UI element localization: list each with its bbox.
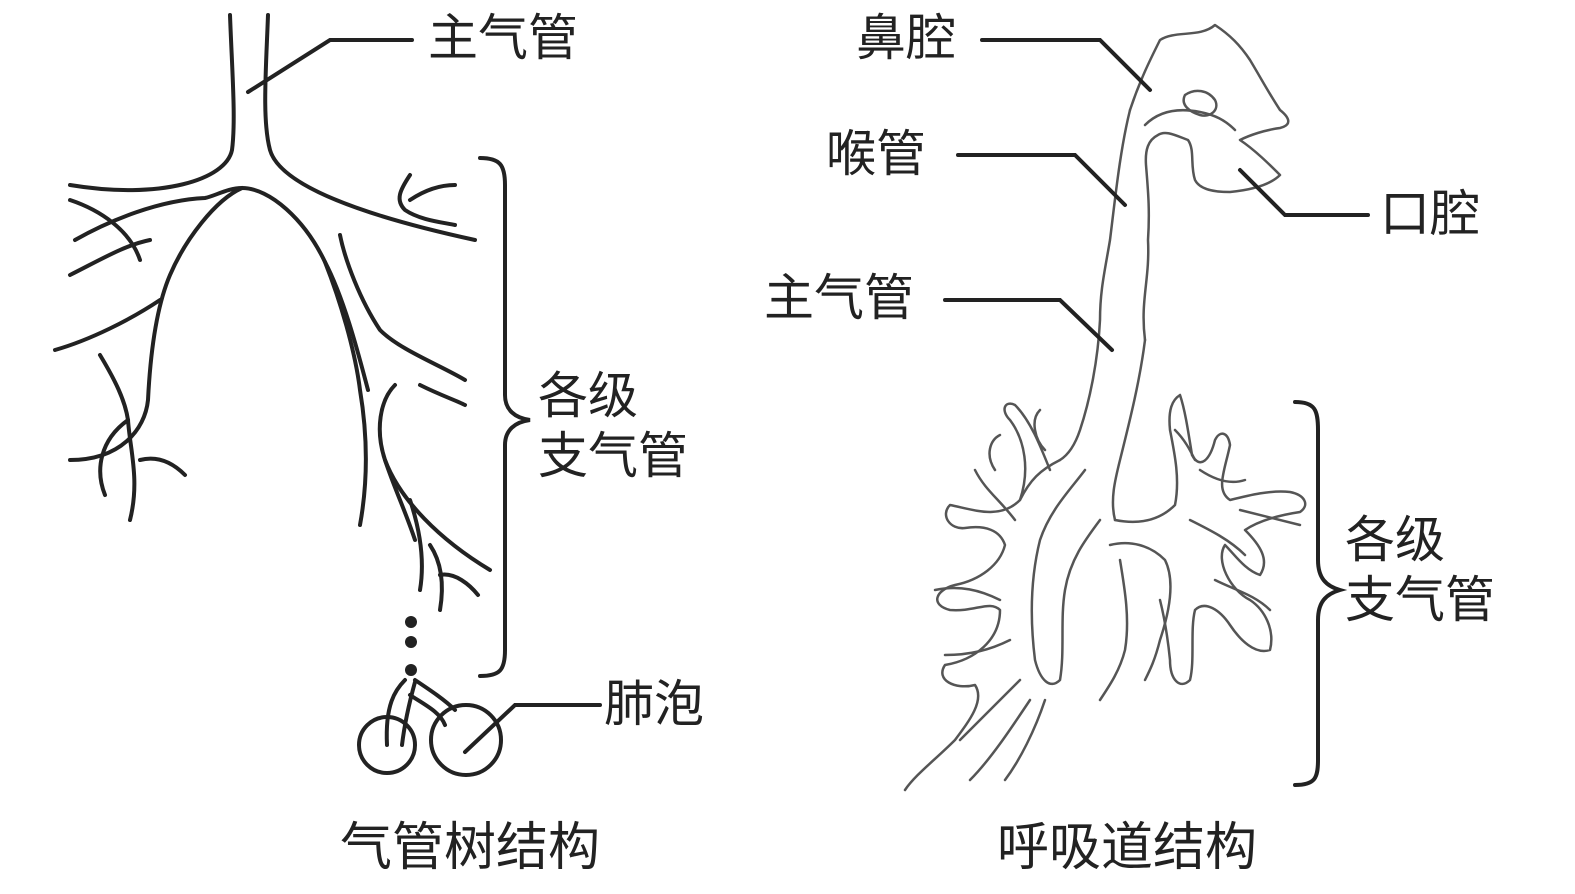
pharynx-back-wall xyxy=(1058,108,1132,462)
left-lower-branch-c xyxy=(98,418,130,497)
left-caption: 气管树结构 xyxy=(340,818,601,878)
trachea-right-wall xyxy=(263,13,477,242)
left-bronchus-inner xyxy=(68,186,244,462)
left-bronchi-label-line1: 各级 xyxy=(538,367,638,425)
right-bronchial-outline xyxy=(1113,393,1307,686)
dot-3 xyxy=(405,664,417,676)
right-bronchial-twigs xyxy=(1173,428,1302,612)
alveolar-duct-a xyxy=(384,678,407,747)
right-brace xyxy=(1293,400,1348,787)
trachea-right-wall-r xyxy=(1111,338,1147,522)
left-bronchi-label: 各级 支气管 xyxy=(538,366,688,486)
left-upper-branch-a xyxy=(68,198,142,262)
left-lower-branch-a xyxy=(98,353,130,422)
left-upper-branch-b xyxy=(68,238,152,277)
leader-right-trachea xyxy=(943,298,1114,352)
alveolus-right xyxy=(429,703,503,777)
leader-left-trachea xyxy=(246,38,414,94)
right-lower-a xyxy=(383,458,417,542)
right-leaders xyxy=(943,38,1370,787)
left-brace xyxy=(478,156,531,678)
carina-arch xyxy=(73,186,370,392)
oral-cavity-label: 口腔 xyxy=(1380,185,1480,243)
alveoli-drawing xyxy=(357,678,503,777)
right-bronchus-inner xyxy=(323,260,368,527)
right-lower-d xyxy=(438,572,480,597)
leader-oral-cavity xyxy=(1238,168,1370,217)
nasal-cavity-label: 鼻腔 xyxy=(856,9,956,67)
right-trachea-label: 主气管 xyxy=(764,269,914,327)
right-caption: 呼吸道结构 xyxy=(997,818,1258,878)
left-bronchial-twigs xyxy=(933,408,1047,782)
palate xyxy=(1143,108,1237,132)
right-upper-short xyxy=(397,173,457,227)
respiratory-tract-drawing xyxy=(903,23,1307,792)
bronchial-tree-drawing xyxy=(53,13,492,612)
larynx-label: 喉管 xyxy=(826,125,926,183)
dot-2 xyxy=(405,636,417,648)
left-lower-branch-d xyxy=(138,456,187,477)
right-bronchial-inner xyxy=(1098,541,1172,702)
right-bronchi-label-line2: 支气管 xyxy=(1345,571,1495,629)
right-lower-b xyxy=(408,498,424,592)
alveolar-duct-c xyxy=(413,678,457,712)
left-bronchi-label-line2: 支气管 xyxy=(538,427,688,485)
leader-nasal-cavity xyxy=(980,38,1152,92)
right-lower-c xyxy=(428,543,444,612)
nasal-turbinate xyxy=(1182,89,1218,117)
trachea-left-wall xyxy=(68,13,236,193)
right-upper-short-b xyxy=(408,183,457,202)
leader-larynx xyxy=(956,153,1127,207)
alveolar-duct-b xyxy=(400,680,417,747)
dot-1 xyxy=(405,616,417,628)
left-bronchial-outline-b xyxy=(1003,402,1052,502)
left-trachea-label: 主气管 xyxy=(428,9,578,67)
right-bronchi-label: 各级 支气管 xyxy=(1345,510,1495,630)
left-bronchial-outline xyxy=(903,458,1062,792)
leader-left-alveoli xyxy=(463,703,602,754)
left-mid-branch xyxy=(53,298,162,352)
alveoli-label: 肺泡 xyxy=(604,675,704,733)
right-bronchus-outer xyxy=(338,233,467,382)
left-lower-branch-b xyxy=(126,418,137,522)
nasal-oral-outline xyxy=(1128,23,1290,342)
continuation-dots xyxy=(405,616,417,676)
right-mid-branch xyxy=(377,383,492,572)
right-mid-branch-b xyxy=(418,383,467,407)
left-bronchial-inner xyxy=(1030,468,1102,686)
alveolar-duct-d xyxy=(408,693,447,727)
left-leaders xyxy=(246,38,602,754)
right-bronchi-label-line1: 各级 xyxy=(1345,511,1445,569)
